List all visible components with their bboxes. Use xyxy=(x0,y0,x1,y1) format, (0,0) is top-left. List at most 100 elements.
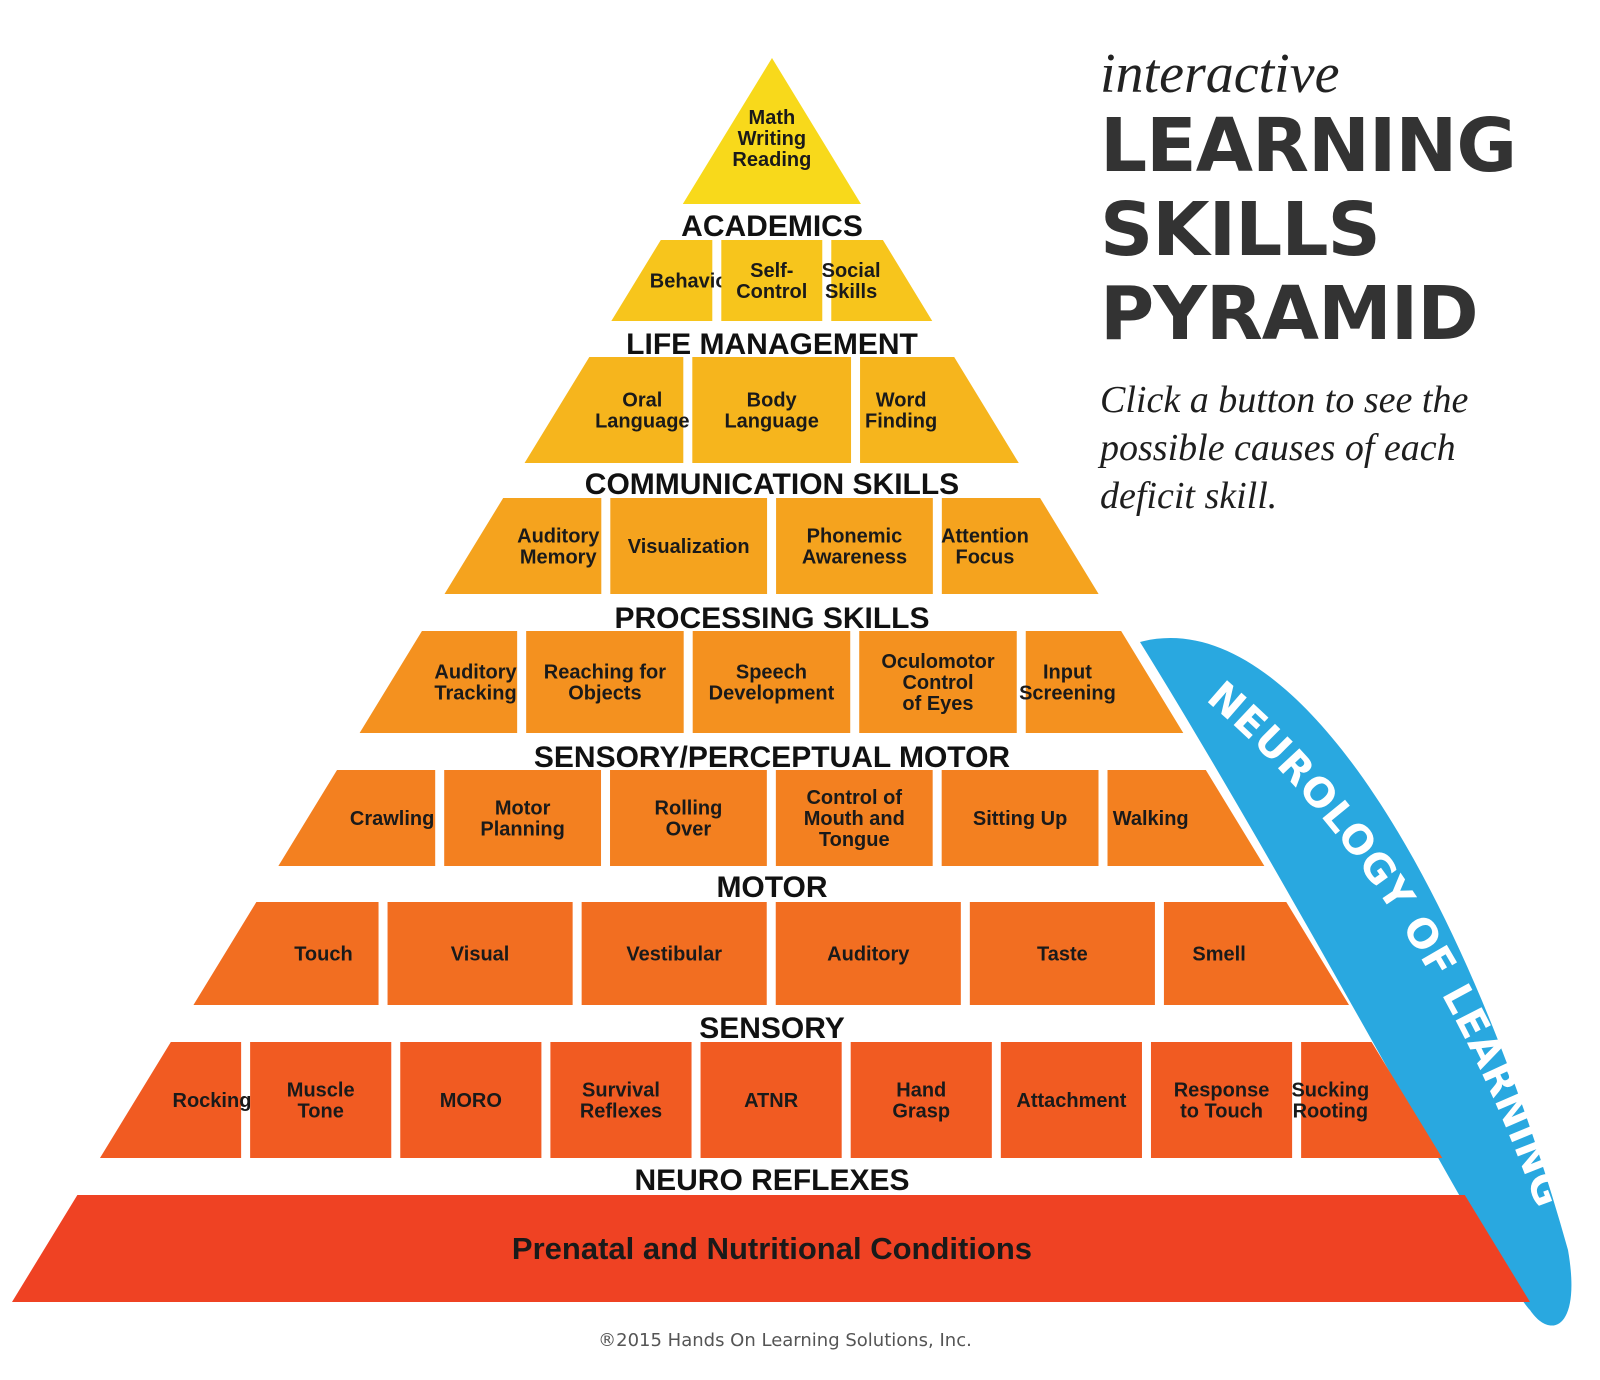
skill-button-label: Skills xyxy=(825,281,877,303)
skill-button-label: Reaching for xyxy=(544,662,666,684)
skill-button-taste[interactable]: Taste xyxy=(969,902,1155,1005)
skill-button-visualization[interactable]: Visualization xyxy=(610,498,768,594)
skill-button-label: Finding xyxy=(865,411,937,433)
skill-button-label: Auditory xyxy=(434,662,517,684)
copyright-footer: ®2015 Hands On Learning Solutions, Inc. xyxy=(598,1330,972,1351)
skill-button-shape xyxy=(581,902,767,1005)
tier-label-neuro-reflexes: NEURO REFLEXES xyxy=(634,1164,909,1197)
skill-button-touch[interactable]: Touch xyxy=(193,902,379,1005)
skill-button-label: Sucking xyxy=(1291,1080,1369,1102)
skill-button-label: Muscle xyxy=(287,1080,355,1102)
skill-button-label: Touch xyxy=(294,944,353,966)
skill-button-behavior[interactable]: Behavior xyxy=(611,240,736,321)
tier-label-sensory-perceptual-motor: SENSORY/PERCEPTUAL MOTOR xyxy=(534,741,1011,774)
skill-button-label: Self- xyxy=(750,260,793,282)
base-button-prenatal-nutritional[interactable]: Prenatal and Nutritional Conditions xyxy=(12,1195,1530,1302)
skill-button-walking[interactable]: Walking xyxy=(1107,770,1265,866)
title-line-learning: LEARNING xyxy=(1100,103,1517,189)
skill-button-shape xyxy=(692,631,851,733)
skill-button-shape xyxy=(1000,1042,1142,1158)
skill-button-shape xyxy=(860,357,1019,463)
skill-button-shape xyxy=(444,770,602,866)
pyramid-base: Prenatal and Nutritional Conditions xyxy=(12,1195,1530,1302)
skill-button-label: Visualization xyxy=(628,536,750,558)
skill-button-shape xyxy=(859,631,1017,733)
skill-button-label: Rolling xyxy=(655,798,723,820)
skill-button-sitting-up[interactable]: Sitting Up xyxy=(941,770,1099,866)
skill-button-label: Motor xyxy=(495,798,551,820)
skill-button-label: Awareness xyxy=(802,547,907,569)
title-interactive: interactive xyxy=(1100,43,1340,105)
skill-button-shape xyxy=(721,240,823,321)
skill-button-label: Social xyxy=(822,260,881,282)
skill-button-self-control[interactable]: Self-Control xyxy=(721,240,823,321)
skill-button-attachment[interactable]: Attachment xyxy=(1000,1042,1142,1158)
skill-button-visual[interactable]: Visual xyxy=(387,902,573,1005)
skill-button-shape xyxy=(610,770,767,866)
skill-button-shape xyxy=(775,902,961,1005)
skill-button-shape xyxy=(526,631,684,733)
skill-button-label: Attention xyxy=(941,526,1029,548)
skill-button-label: of Eyes xyxy=(902,693,973,715)
skill-button-shape xyxy=(610,498,768,594)
skill-button-label: Reflexes xyxy=(580,1101,662,1123)
skill-button-shape xyxy=(941,498,1099,594)
skill-button-shape xyxy=(524,357,684,463)
skill-button-label: Body xyxy=(747,390,798,412)
skill-button-label: Math xyxy=(749,107,796,129)
skill-button-label: Mouth and xyxy=(804,808,905,830)
skill-button-label: Tracking xyxy=(434,683,516,705)
skill-button-shape xyxy=(941,770,1099,866)
skill-button-label: Over xyxy=(666,819,712,841)
skill-button-label: Reading xyxy=(732,149,811,171)
skill-button-label: Phonemic xyxy=(807,526,903,548)
skill-button-moro[interactable]: MORO xyxy=(400,1042,542,1158)
skill-button-atnr[interactable]: ATNR xyxy=(700,1042,842,1158)
skill-button-auditory[interactable]: Auditory xyxy=(775,902,961,1005)
skill-button-rocking[interactable]: Rocking xyxy=(99,1042,251,1158)
skill-button-label: Behavior xyxy=(650,271,736,293)
skill-button-label: Grasp xyxy=(892,1101,950,1123)
title-line-skills: SKILLS xyxy=(1100,187,1381,273)
skill-button-label: Rooting xyxy=(1293,1101,1369,1123)
skill-button-vestibular[interactable]: Vestibular xyxy=(581,902,767,1005)
skill-button-label: Writing xyxy=(738,128,807,150)
skill-button-label: Planning xyxy=(480,819,564,841)
skill-button-smell[interactable]: Smell xyxy=(1163,902,1350,1005)
skill-button-shape xyxy=(193,902,379,1005)
skill-button-crawling[interactable]: Crawling xyxy=(278,770,436,866)
skill-button-label: Attachment xyxy=(1016,1090,1126,1112)
skill-button-shape xyxy=(611,240,713,321)
skill-button-label: Language xyxy=(595,411,689,433)
skill-button-shape xyxy=(1150,1042,1293,1158)
skill-button-label: Oral xyxy=(622,390,662,412)
skill-button-label: Tone xyxy=(298,1101,344,1123)
tier-label-sensory: SENSORY xyxy=(699,1012,845,1045)
skill-button-label: Crawling xyxy=(350,808,434,830)
skill-button-label: Taste xyxy=(1037,944,1088,966)
skill-button-shape xyxy=(250,1042,392,1158)
skill-button-label: Visual xyxy=(451,944,510,966)
